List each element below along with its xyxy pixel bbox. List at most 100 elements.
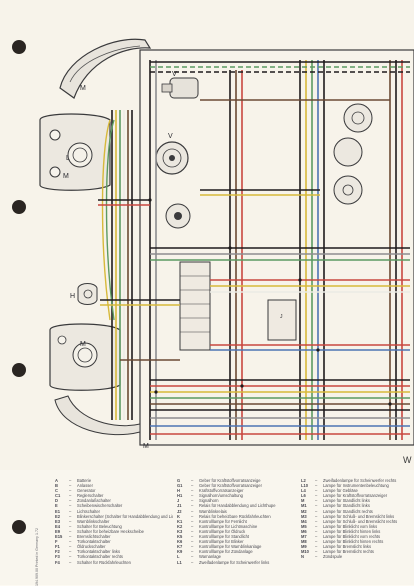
legend-text: Lampe für Kraftstoffvorratsanzeiger xyxy=(323,493,388,499)
legend-entry: B–Anlasser xyxy=(55,483,173,488)
legend-text: Geber für Kraftstoffvorratsanzeiger xyxy=(199,483,262,489)
legend-separator: – xyxy=(315,528,318,534)
legend-entry: E4–Schalter für Beleuchtung xyxy=(55,524,173,529)
headlight-bottom-assembly xyxy=(49,323,121,391)
legend-entry: K2–Kontrolllampe für Lichtmaschine xyxy=(177,524,297,529)
legend-text: Türkontaktschalter xyxy=(77,539,111,545)
legend-separator: – xyxy=(315,488,318,494)
legend-text: Lichtschalter xyxy=(77,508,100,514)
legend-separator: – xyxy=(315,554,318,560)
legend-code: M3 xyxy=(301,513,307,519)
legend-entry: H–Kraftstoffvorratsanzeiger xyxy=(177,488,297,493)
legend-code: C xyxy=(55,488,58,494)
legend-text: Lampe für Blinklicht hinten rechts xyxy=(323,539,384,545)
legend-entry: E2–Blinkerschalter (Schalter für Handabb… xyxy=(55,514,173,519)
legend-text: Reglerschalter xyxy=(77,493,104,499)
legend-separator: – xyxy=(69,518,72,524)
legend-text: Geber für Kraftstoffvorratsanzeige xyxy=(199,478,261,483)
bulb-left-upper-label: L xyxy=(66,155,70,162)
legend-entry: J1–Relais für Handabblendung und Lichthu… xyxy=(177,503,297,508)
legend-entry: G–Geber für Kraftstoffvorratsanzeige xyxy=(177,478,297,483)
legend-code: J xyxy=(177,498,180,504)
legend-code: F3 xyxy=(55,554,60,560)
legend-entry: L10–Lampe für Instrumentenbeleuchtung xyxy=(301,483,411,488)
legend-text: Lampe für Gebläse xyxy=(323,488,358,494)
legend-entry: M8–Lampe für Blinklicht hinten rechts xyxy=(301,539,411,544)
legend-entry: F1–Öldruckschalter xyxy=(55,544,173,549)
horn xyxy=(77,283,98,305)
legend-code: C1 xyxy=(55,493,61,499)
legend-entry: F–Türkontaktschalter xyxy=(55,539,173,544)
legend-separator: – xyxy=(191,554,194,560)
switch-block xyxy=(165,203,191,229)
legend-entry: F4–Schalter für Rückfahrleuchten xyxy=(55,560,173,565)
legend-column-3: L2–Zweifadenlampe für Scheinwerfer recht… xyxy=(301,478,411,560)
legend-entry: C–Generator xyxy=(55,488,173,493)
legend-entry: M–Lampe für Standlicht links xyxy=(301,498,411,503)
legend-code: K xyxy=(177,513,180,519)
wire-bundle-horizontal xyxy=(150,61,410,435)
legend-code: E2 xyxy=(55,513,61,519)
legend-text: Kontrolllampe für Fernlicht xyxy=(199,518,247,524)
legend-code: M4 xyxy=(301,518,307,524)
legend-text: Batterie xyxy=(77,478,92,483)
legend-separator: – xyxy=(191,523,194,529)
legend-text: Relais für beheizbare Rückfahrleuchten xyxy=(199,513,271,519)
headlight-bottom-label: M xyxy=(80,341,86,348)
legend-separator: – xyxy=(315,483,318,489)
legend-code: M2 xyxy=(301,508,307,514)
legend-entry: L1–Zweifadenlampe für Scheinwerfer links xyxy=(177,560,297,565)
legend-text: Anlasser xyxy=(77,483,93,489)
binder-hole-1 xyxy=(12,40,26,54)
legend-code: K5 xyxy=(177,534,183,540)
legend-entry: K6–Kontrolllampe für Blinker xyxy=(177,539,297,544)
legend-code: N xyxy=(301,554,304,560)
binder-hole-3 xyxy=(12,363,26,377)
legend-code: E xyxy=(55,503,58,509)
legend-entry: M4–Lampe für Schluß- und Bremslicht rech… xyxy=(301,519,411,524)
legend-entry: M5–Lampe für Blinklicht vorn links xyxy=(301,524,411,529)
legend-code: M1 xyxy=(301,503,307,509)
legend-text: Lampe für Schluß- und Bremslicht links xyxy=(323,513,395,519)
legend-code: E4 xyxy=(55,523,61,529)
legend-text: Lampe für Standlicht links xyxy=(323,498,370,504)
legend-text: Signalhorn/umschaltung xyxy=(199,493,243,499)
legend-separator: – xyxy=(191,483,194,489)
legend-text: Lampe für Standlicht rechts xyxy=(323,508,373,514)
legend-text: Zweifadenlampe für Scheinwerfer rechts xyxy=(323,478,397,483)
legend-code: M8 xyxy=(301,539,307,545)
legend-separator: – xyxy=(191,508,194,514)
legend-separator: – xyxy=(69,503,72,509)
relay-box-label: J xyxy=(280,314,283,320)
legend-code: M7 xyxy=(301,534,307,540)
legend-code: M6 xyxy=(301,528,307,534)
legend-entry: J–Signalhorn xyxy=(177,498,297,503)
legend-entry: A–Batterie xyxy=(55,478,173,483)
legend-separator: – xyxy=(69,528,72,534)
legend-code: M xyxy=(301,498,305,504)
legend-separator: – xyxy=(69,544,72,550)
legend-separator: – xyxy=(191,488,194,494)
legend-separator: – xyxy=(69,523,72,529)
legend-code: E1 xyxy=(55,508,61,514)
legend-text: Warnblinkrelais xyxy=(199,508,227,514)
legend-entry: E15–Bremslichtschalter xyxy=(55,534,173,539)
legend-separator: – xyxy=(69,478,72,483)
relay-box xyxy=(267,299,297,341)
legend-code: J2 xyxy=(177,508,182,514)
legend-entry: M9–Lampe für Bremslicht links xyxy=(301,544,411,549)
legend-code: F1 xyxy=(55,544,60,550)
legend-code: L2 xyxy=(301,478,306,483)
legend-code: L6 xyxy=(301,493,306,499)
legend-text: Kontrolllampe für Zündanlage xyxy=(199,549,253,555)
bulb-left-lower-label: M xyxy=(63,173,69,180)
binder-hole-4 xyxy=(12,520,26,534)
legend-separator: – xyxy=(315,513,318,519)
legend-entry: K9–Kontrolllampe für Zündanlage xyxy=(177,549,297,554)
legend-code: B xyxy=(55,483,58,489)
legend-code: L xyxy=(177,554,180,560)
legend-code: G1 xyxy=(177,483,183,489)
legend-entry: K–Relais für beheizbare Rückfahrleuchten xyxy=(177,514,297,519)
